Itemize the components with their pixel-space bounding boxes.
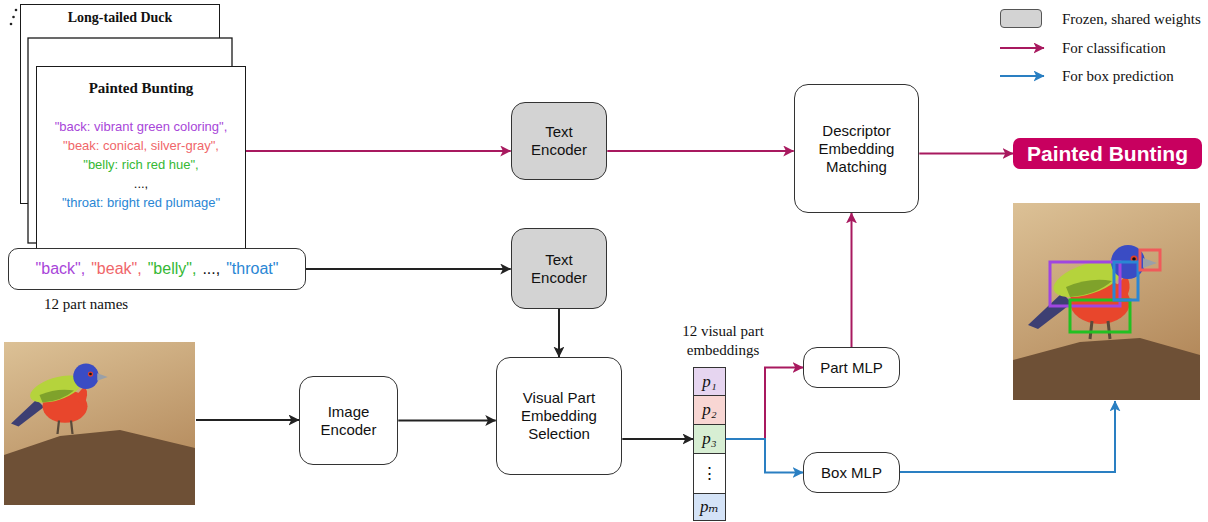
embedding-symbol: pₘ [700, 497, 719, 517]
flow-arrow [306, 268, 511, 270]
embedding-cell: ⋮ [693, 453, 726, 494]
part-name: "back", [36, 259, 86, 279]
part-name: ..., [202, 259, 220, 279]
embedding-symbol: p₁ [702, 372, 716, 392]
text-holder: Image Encoder [310, 403, 388, 439]
process-box: Visual Part Embedding Selection [496, 357, 623, 475]
text-holder: Visual Part Embedding Selection [507, 389, 612, 443]
text-holder: Box MLP [821, 464, 882, 482]
box-label: Visual Part Embedding Selection [507, 389, 612, 443]
prediction-text: Painted Bunting [1027, 141, 1188, 166]
frozen-encoder-box: Text Encoder [511, 102, 608, 180]
log [4, 430, 195, 505]
flow-arrow [622, 438, 693, 440]
embedding-dots: ⋮ [701, 464, 718, 484]
text-holder: "back","beak", "belly",..., "throat" [36, 259, 279, 279]
photo-background [1013, 203, 1200, 400]
text-holder: Descriptor Embedding Matching [805, 122, 909, 176]
flow-arrow [398, 420, 495, 422]
legend-line-sample [998, 37, 1048, 59]
process-box: Part MLP [803, 347, 900, 388]
legend-arrow [1000, 75, 1044, 77]
legend-line-sample [998, 65, 1048, 87]
card-title: Painted Bunting [55, 79, 228, 97]
text-holder: p₂ [702, 400, 716, 420]
text-holder: p₃ [702, 429, 716, 449]
image-arrow [196, 419, 299, 421]
text-holder: Long-tailed Duck [68, 9, 173, 27]
box-prediction-arrow [726, 439, 803, 473]
prediction-label: Painted Bunting [1013, 138, 1202, 169]
descriptor-text: "belly: rich red hue", [55, 155, 228, 174]
flow-arrow [558, 309, 560, 357]
box-label: Image Encoder [310, 403, 388, 439]
dot [12, 16, 15, 19]
box-label: Text Encoder [522, 123, 597, 159]
process-box: Descriptor Embedding Matching [794, 84, 920, 213]
text-holder: ⋮ [701, 464, 718, 484]
legend-row: Frozen, shared weights [998, 8, 1206, 30]
legend-swatch [1000, 9, 1042, 28]
part-names-box: "back","beak", "belly",..., "throat" [8, 248, 306, 290]
dot [10, 23, 13, 26]
box-label: Box MLP [821, 464, 882, 482]
embedding-cell: p₃ [693, 424, 726, 454]
text-holder: Painted Bunting "back: vibrant green colo… [55, 79, 228, 212]
legend-row: For box prediction [998, 65, 1206, 87]
descriptor-text: "throat: bright red plumage" [55, 193, 228, 212]
stack-dots [10, 9, 18, 26]
text-holder: Text Encoder [522, 251, 597, 287]
box-label: Descriptor Embedding Matching [805, 122, 909, 176]
box-label: Text Encoder [522, 251, 597, 287]
text-holder: p₁ [702, 372, 716, 392]
embedding-cell: p₁ [693, 367, 726, 396]
classification-arrow [607, 150, 793, 152]
descriptor-text: "back: vibrant green coloring", [55, 117, 228, 136]
part-box [1114, 262, 1138, 300]
process-box: Box MLP [803, 452, 900, 493]
text-holder: Part MLP [820, 359, 883, 377]
legend-row: For classification [998, 37, 1206, 59]
part-name: "belly", [148, 259, 197, 279]
embedding-cell: p₂ [693, 395, 726, 425]
classification-arrow [851, 213, 853, 347]
part-box [1140, 250, 1160, 270]
text-holder: Painted Bunting [1027, 141, 1188, 166]
bird-photo [1028, 245, 1157, 339]
legend-text: For classification [1062, 38, 1166, 58]
dot [15, 9, 18, 12]
count-label: 12 visual part embeddings [653, 322, 793, 360]
legend-text: Frozen, shared weights [1062, 9, 1201, 29]
classification-arrow [246, 150, 511, 152]
bird-photo [11, 364, 108, 435]
text-holder: pₘ [700, 497, 719, 517]
descriptor-text: "beak: conical, silver-gray", [55, 136, 228, 155]
legend-arrow [1000, 47, 1044, 49]
embedding-symbol: p₂ [702, 400, 716, 420]
descriptor-text: ..., [55, 174, 228, 193]
part-box [1070, 300, 1130, 332]
part-name: "beak", [91, 259, 142, 279]
class-descriptor-card: Painted Bunting "back: vibrant green colo… [36, 66, 246, 256]
legend-text: For box prediction [1062, 66, 1174, 86]
log [1013, 338, 1200, 400]
embedding-cell: pₘ [693, 493, 726, 521]
classification-arrow [726, 368, 803, 440]
classification-arrow [919, 153, 1013, 155]
embedding-symbol: p₃ [702, 429, 716, 449]
card-title: Long-tailed Duck [68, 9, 173, 27]
count-label: 12 part names [44, 295, 184, 314]
process-box: Image Encoder [299, 376, 399, 465]
text-holder: Text Encoder [522, 123, 597, 159]
photo-background [4, 342, 195, 505]
box-label: Part MLP [820, 359, 883, 377]
box-prediction-arrow [900, 401, 1115, 472]
part-name: "throat" [226, 259, 278, 279]
frozen-encoder-box: Text Encoder [511, 228, 608, 309]
